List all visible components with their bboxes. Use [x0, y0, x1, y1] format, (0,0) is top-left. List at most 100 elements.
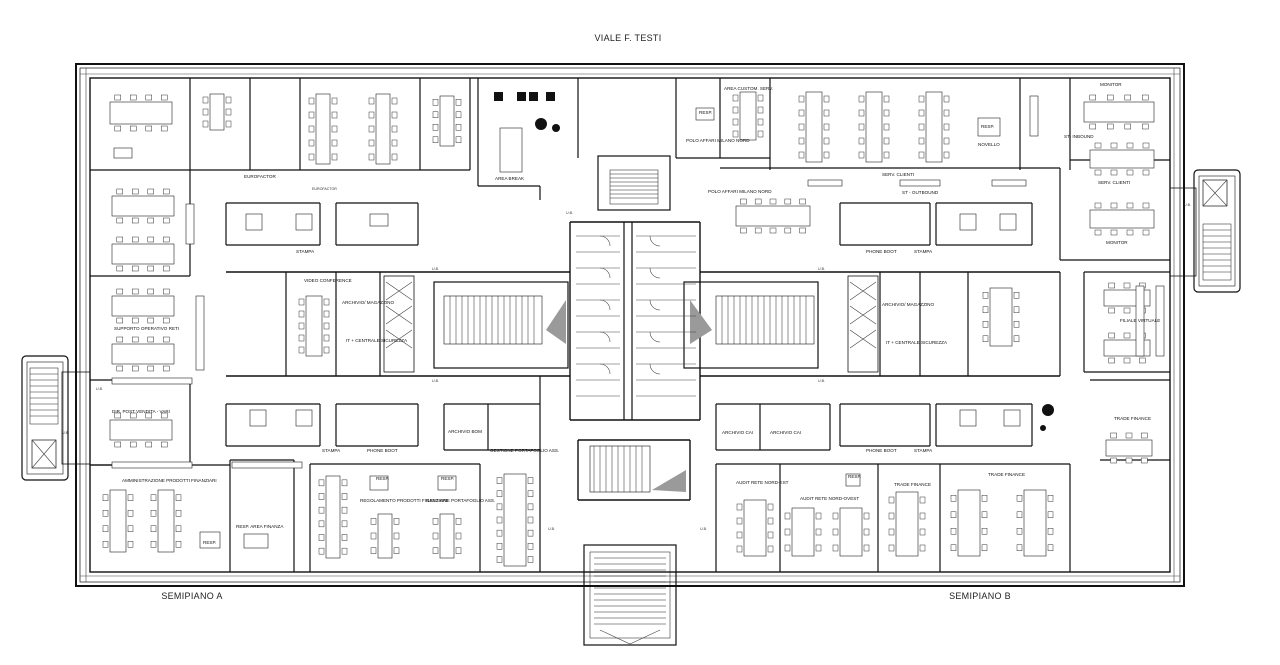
chair — [323, 346, 330, 354]
chair — [1142, 123, 1149, 130]
chair — [161, 94, 168, 101]
chair — [950, 511, 957, 518]
chair — [1013, 321, 1020, 328]
chair — [150, 510, 157, 517]
chair — [527, 543, 534, 550]
chair — [823, 95, 830, 103]
desk — [743, 499, 767, 557]
chair — [163, 336, 170, 343]
chair — [455, 547, 462, 554]
chair — [163, 365, 170, 372]
chair — [1126, 229, 1134, 236]
chair — [1108, 307, 1115, 314]
chair — [757, 106, 764, 114]
area-break-furniture — [494, 92, 1054, 431]
chair — [1142, 142, 1150, 149]
chair — [736, 503, 743, 511]
chair — [323, 334, 330, 342]
chair — [370, 532, 377, 540]
chair — [175, 494, 182, 501]
label-ub-2: U.B. — [432, 267, 439, 271]
chair — [769, 198, 777, 205]
chair — [732, 106, 739, 114]
chair — [918, 95, 925, 103]
chair — [132, 236, 139, 243]
desk — [989, 287, 1013, 347]
label-area-custom: AREA CUSTOM. SERV. — [724, 86, 773, 91]
desk — [439, 513, 455, 559]
chair — [116, 336, 123, 343]
cabinet — [1135, 285, 1145, 357]
chair — [368, 97, 375, 105]
desk — [1083, 101, 1155, 123]
chair — [298, 346, 305, 354]
label-serv-clienti-1: SERV. CLIENTI — [882, 172, 914, 177]
desk — [1023, 489, 1047, 557]
chair — [455, 518, 462, 525]
chair — [1013, 292, 1020, 299]
chair — [391, 139, 398, 147]
chair — [318, 547, 325, 555]
core-right — [683, 275, 879, 373]
chair — [1013, 335, 1020, 342]
chair — [527, 490, 534, 497]
label-archivio-cai-1: ARCHIVIO CAI — [722, 430, 753, 435]
chair — [1123, 282, 1131, 289]
chair — [736, 545, 743, 553]
desk — [109, 419, 173, 441]
street-name: VIALE F. TESTI — [594, 33, 661, 43]
chair — [1107, 123, 1114, 130]
desk — [315, 93, 331, 165]
chair — [863, 512, 870, 520]
chair — [919, 496, 926, 504]
chair — [341, 506, 348, 514]
desk — [377, 513, 393, 559]
chair — [527, 556, 534, 563]
chair — [132, 336, 139, 343]
chair — [1126, 142, 1134, 149]
chair — [130, 125, 137, 132]
chair — [147, 288, 154, 295]
desk — [111, 295, 175, 317]
chair — [175, 541, 182, 548]
chair — [943, 123, 950, 131]
label-gestione-portafoglio-2: GESTIONE PORTAFOGLIO ASS. — [490, 448, 559, 453]
chair — [918, 109, 925, 117]
chair — [368, 153, 375, 161]
chair — [736, 517, 743, 525]
label-amministrazione: AMMINISTRAZIONE PRODOTTI FINANZIARI — [122, 478, 217, 483]
table — [437, 475, 457, 491]
label-gestione-portafoglio-1: GESTIONE PORTAFOGLIO ASS. — [426, 498, 495, 503]
chair — [455, 532, 462, 540]
chair — [1141, 432, 1148, 439]
chair — [527, 477, 534, 484]
chair — [496, 503, 503, 511]
chair — [308, 153, 315, 161]
chair — [145, 412, 152, 419]
desk — [503, 473, 527, 567]
chair — [799, 198, 806, 205]
core-left — [383, 275, 569, 373]
chair — [496, 477, 503, 484]
chair — [331, 153, 338, 161]
label-eurofactor: EUROFACTOR — [244, 174, 277, 179]
table — [977, 117, 1001, 137]
chair — [798, 123, 805, 131]
desk — [111, 243, 175, 265]
chair — [754, 198, 762, 205]
chair — [175, 510, 182, 517]
chair — [147, 336, 154, 343]
chair — [130, 94, 137, 101]
chair — [455, 99, 462, 106]
chair — [163, 236, 170, 243]
chair — [1110, 202, 1118, 209]
chair — [832, 528, 839, 536]
chair — [132, 317, 139, 324]
label-resp-5: RESP. — [981, 124, 994, 129]
table — [959, 213, 977, 231]
chair — [127, 510, 134, 517]
label-st-outbound: ST - OUTBOUND — [902, 190, 939, 195]
chair — [298, 334, 305, 342]
label-resp-4: RESP. — [699, 110, 712, 115]
